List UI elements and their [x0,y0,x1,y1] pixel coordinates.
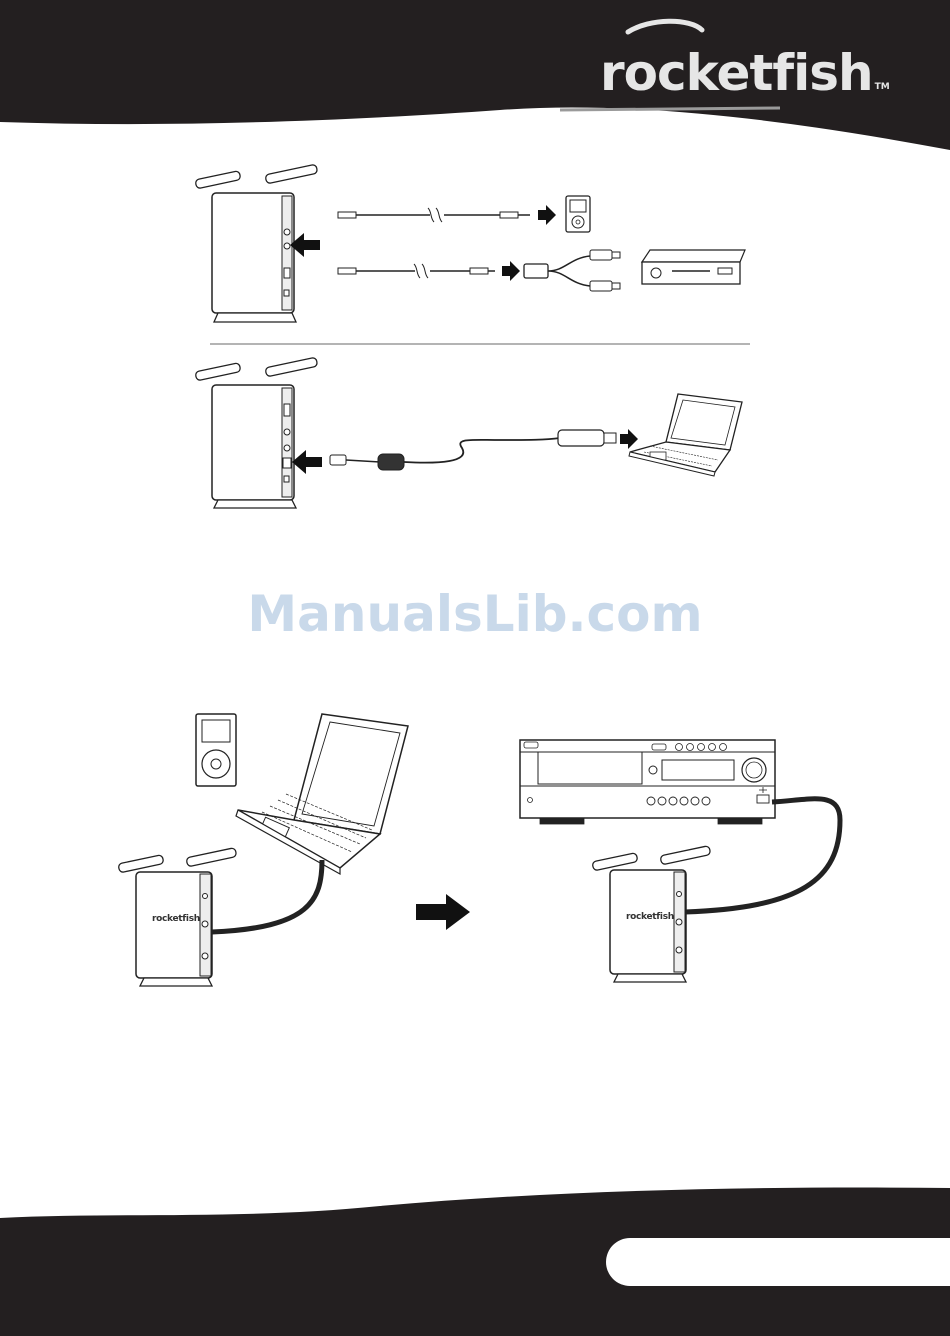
av-receiver-icon [520,740,775,824]
brand-swoosh-underline [560,108,780,110]
transmitter-usb-diagram [195,357,318,508]
watermark-text: ManualsLib.com [0,585,950,643]
receiver-logo: rocketfish [626,912,674,922]
arrow-right-icon [502,261,520,281]
rca-splitter [524,250,620,291]
trademark-mark: TM [875,82,890,92]
usb-cable [330,430,616,470]
ipod-icon [196,714,236,786]
usb-cable [212,860,322,932]
page-number-tab [606,1238,950,1286]
audio-cable-ipod [338,208,530,222]
brand-name: rocketfish [600,44,873,102]
arrow-right-icon [538,205,556,225]
arrow-right-icon [620,429,638,449]
transmitter-logo: rocketfish [152,914,200,924]
laptop-icon [629,394,742,476]
arrow-right-icon [416,894,470,930]
audio-cable-rca [338,264,495,278]
laptop-icon [236,714,408,874]
dvd-player-icon [642,250,745,284]
ipod-icon [566,196,590,232]
arrow-right-icon [292,450,322,474]
